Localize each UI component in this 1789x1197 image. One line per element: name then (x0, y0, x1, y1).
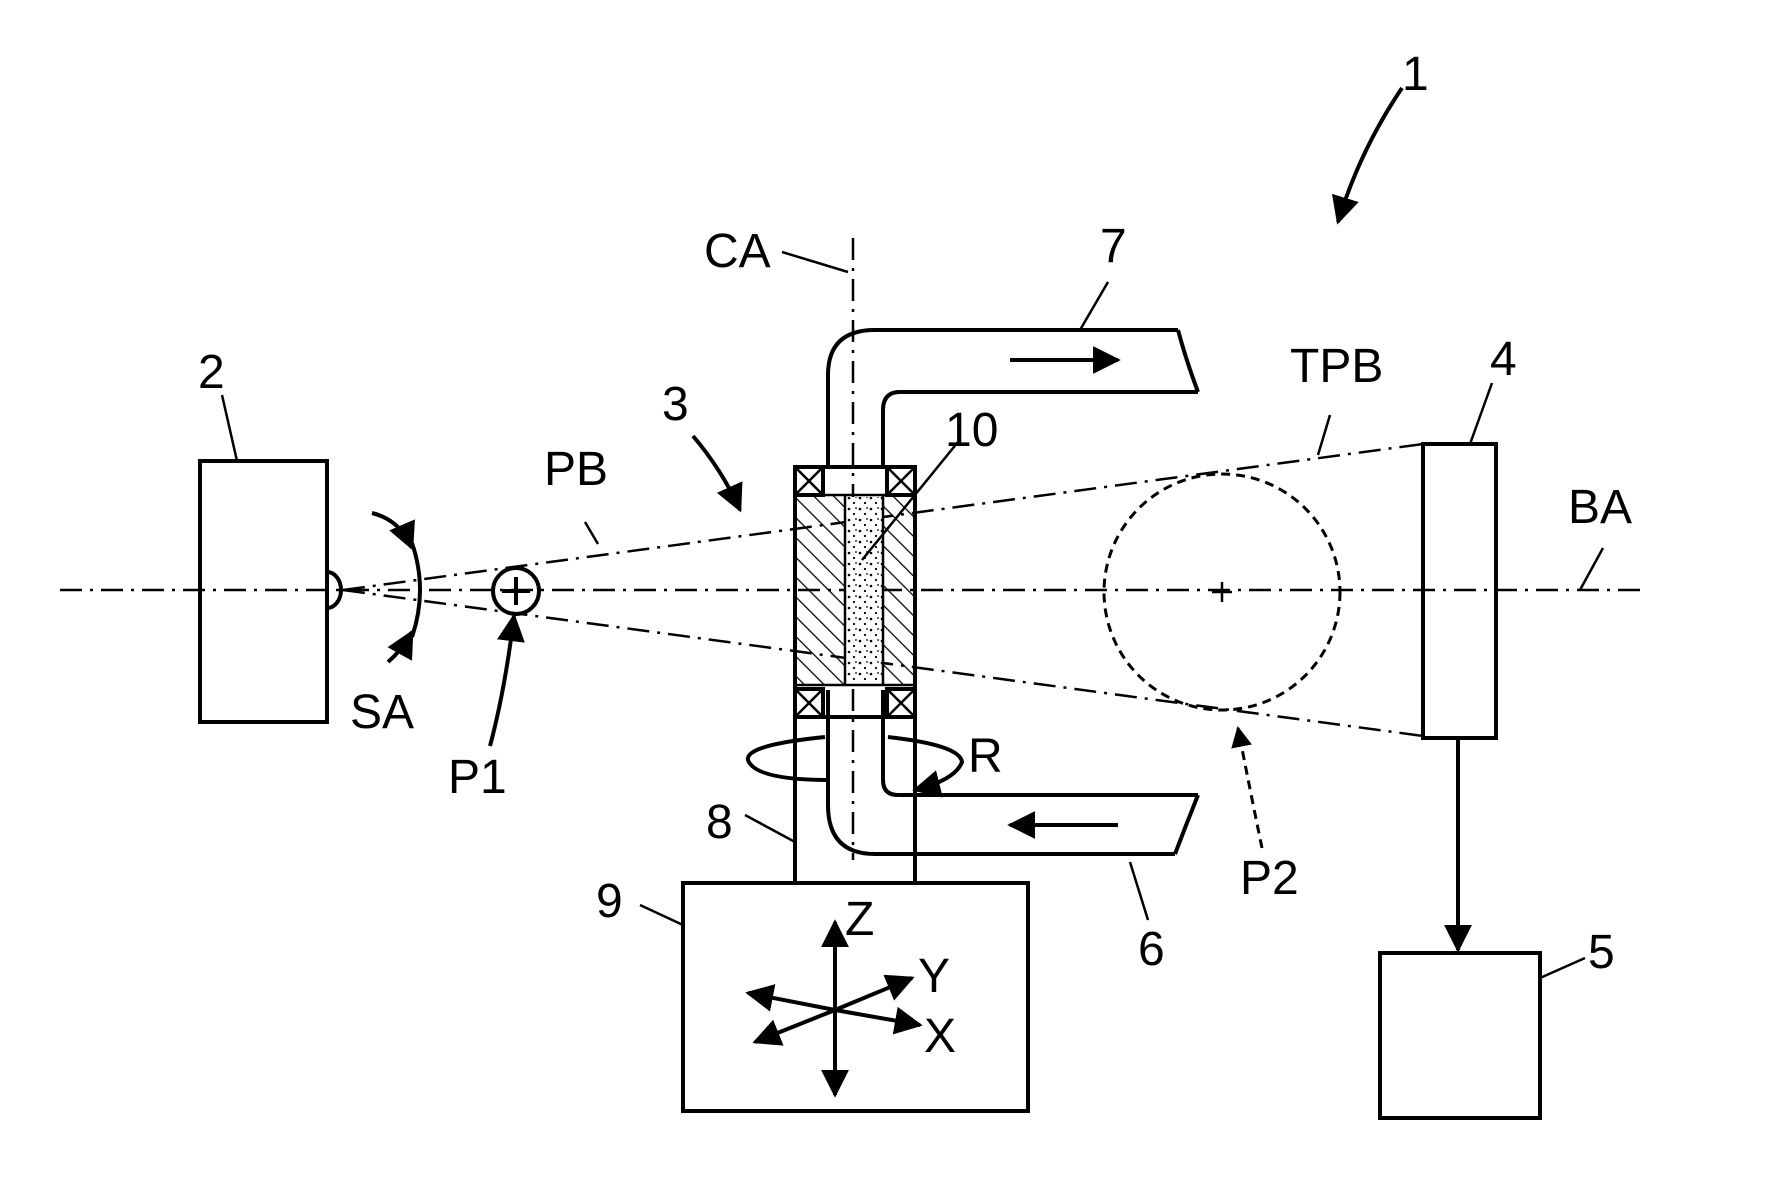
sample-cell (795, 467, 915, 717)
p2-arrow (1238, 728, 1262, 848)
label-axis-y: Y (918, 950, 950, 1003)
patient-pointer-arrow (693, 436, 740, 510)
leader-2 (222, 395, 237, 461)
label-rotation: R (968, 730, 1003, 783)
processing-unit (1380, 953, 1540, 1118)
leader-9 (640, 905, 683, 925)
rotation-arrow (748, 737, 962, 790)
label-processor: 5 (1588, 926, 1615, 979)
label-holder: 8 (706, 796, 733, 849)
label-system: 1 (1402, 48, 1429, 101)
leader-pb (585, 522, 598, 544)
label-detector: 4 (1490, 333, 1517, 386)
p1-arrow (490, 616, 514, 746)
label-source: 2 (198, 346, 225, 399)
label-inlet: 6 (1138, 923, 1165, 976)
label-outlet: 7 (1100, 220, 1127, 273)
leader-6 (1130, 862, 1148, 920)
label-sample: 10 (945, 404, 998, 457)
label-axis-z: Z (845, 893, 874, 946)
leader-8 (745, 815, 795, 842)
label-point-2: P2 (1240, 852, 1299, 905)
xyz-axes-icon (748, 922, 920, 1095)
label-point-1: P1 (448, 751, 507, 804)
spread-angle-arc (372, 513, 420, 662)
label-primary-beam: PB (544, 443, 608, 496)
system-pointer-arrow (1338, 88, 1402, 222)
label-axis-x: X (924, 1010, 956, 1063)
label-stage: 9 (596, 875, 623, 928)
label-transmitted-beam: TPB (1290, 340, 1383, 393)
label-central-axis: CA (704, 225, 771, 278)
holder-post (795, 717, 915, 883)
label-spread-angle: SA (350, 686, 414, 739)
label-patient: 3 (662, 378, 689, 431)
leader-ca (782, 252, 848, 272)
x-ray-source (200, 461, 341, 722)
leader-4 (1470, 383, 1492, 444)
leader-tpb (1318, 415, 1330, 455)
leader-ba (1580, 548, 1603, 590)
phantom-circle (1104, 474, 1340, 710)
leader-5 (1540, 958, 1585, 978)
label-beam-axis: BA (1568, 481, 1632, 534)
leader-7 (1080, 282, 1108, 330)
